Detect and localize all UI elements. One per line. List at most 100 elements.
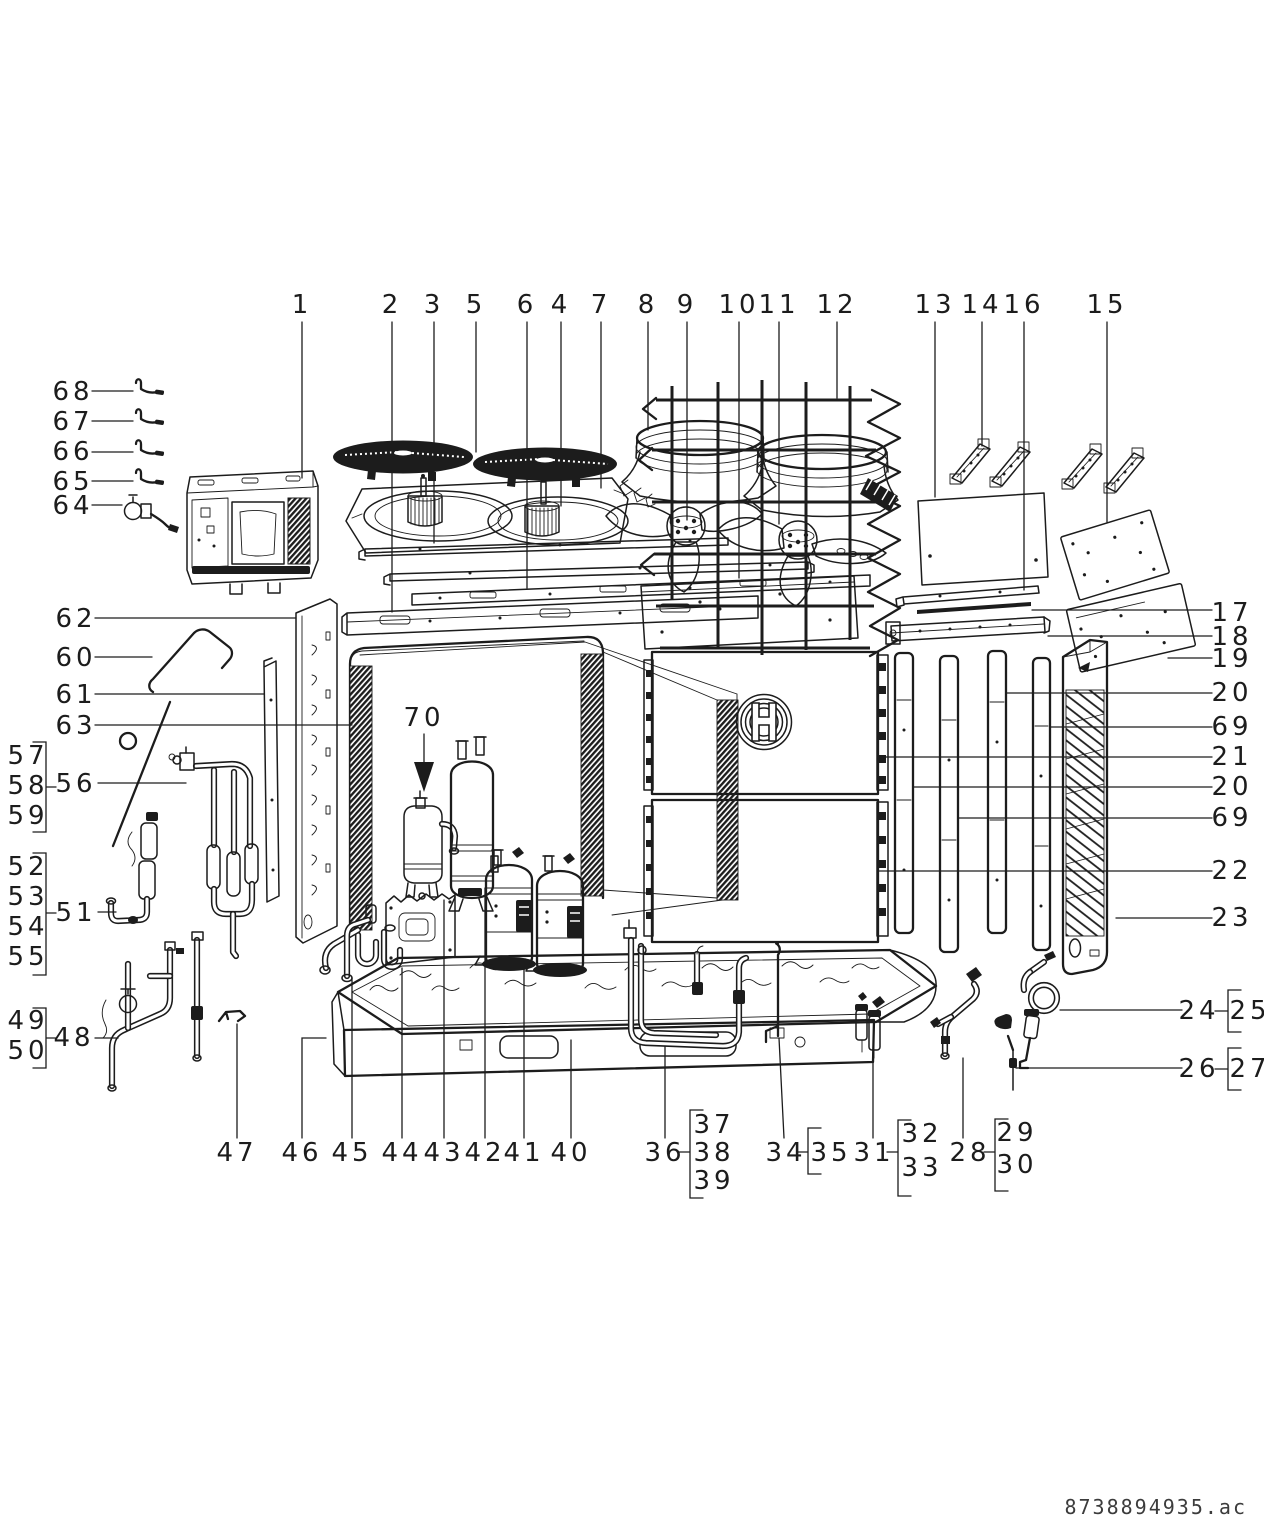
callout-26: 26: [1178, 1054, 1219, 1084]
part-fan-motor-1: [407, 474, 443, 527]
callout-37: 37: [693, 1110, 734, 1140]
callout-63: 63: [55, 711, 96, 741]
part-front-panel-bottom: [643, 798, 889, 944]
callout-labels: 1 2 3 5 6 4 7 8 9 10 11 12 13 14 16 15 6…: [7, 290, 1264, 1196]
callout-17: 17: [1211, 598, 1252, 628]
part-mounting-brackets-14: [949, 438, 1145, 494]
callout-28: 28: [949, 1138, 990, 1168]
part-compressor-1: [473, 845, 538, 973]
part-accumulator: [448, 736, 499, 912]
part-fan-shroud-2: [743, 433, 899, 518]
callout-45: 45: [331, 1138, 372, 1168]
callout-36: 36: [644, 1138, 685, 1168]
callout-69b: 69: [1211, 803, 1252, 833]
callout-58: 58: [7, 771, 48, 801]
part-fan-grilles: [333, 440, 617, 487]
callout-69a: 69: [1211, 712, 1252, 742]
callout-27: 27: [1229, 1054, 1264, 1084]
part-pipe-28: [930, 967, 982, 1060]
part-rail-16: [895, 585, 1040, 608]
part-strip-61: [263, 657, 280, 903]
callout-70: 70: [403, 703, 444, 733]
callout-61: 61: [55, 680, 96, 710]
part-compressor-2: [524, 851, 589, 979]
part-control-box: [186, 470, 319, 595]
callout-34: 34: [765, 1138, 806, 1168]
part-fan-blade-2: [717, 517, 887, 607]
leader-lines: [91, 321, 1213, 1139]
callout-41: 41: [503, 1138, 544, 1168]
callout-11: 11: [758, 290, 799, 320]
part-louver-side-panel: [1061, 638, 1109, 976]
callout-13: 13: [914, 290, 955, 320]
callout-43: 43: [423, 1138, 464, 1168]
callout-7: 7: [591, 290, 612, 320]
callout-22: 22: [1211, 856, 1252, 886]
callout-5: 5: [466, 290, 487, 320]
callout-6: 6: [517, 290, 538, 320]
callout-65: 65: [52, 467, 93, 497]
part-front-panel-top: [643, 650, 889, 796]
bosch-logo-icon: [735, 693, 793, 751]
callout-2: 2: [382, 290, 403, 320]
callout-38: 38: [693, 1138, 734, 1168]
document-number: 8738894935.ac: [1064, 1495, 1247, 1519]
part-corner-pillars: [893, 649, 1052, 954]
callout-20a: 20: [1211, 678, 1252, 708]
callout-62: 62: [55, 604, 96, 634]
part-panel-13: [917, 492, 1049, 586]
callout-18: 18: [1211, 622, 1252, 652]
callout-42: 42: [464, 1138, 505, 1168]
part-pipe-assembly-56: [168, 746, 259, 960]
callout-52: 52: [7, 852, 48, 882]
callout-53: 53: [7, 882, 48, 912]
callout-25: 25: [1229, 996, 1264, 1026]
callout-46: 46: [281, 1138, 322, 1168]
callout-67: 67: [52, 407, 93, 437]
callout-60: 60: [55, 643, 96, 673]
callout-55: 55: [7, 942, 48, 972]
callout-33: 33: [901, 1153, 942, 1183]
callout-21: 21: [1211, 742, 1252, 772]
callout-23: 23: [1211, 903, 1252, 933]
callout-56: 56: [55, 769, 96, 799]
callout-54: 54: [7, 912, 48, 942]
part-fan-shroud-1: [619, 419, 777, 508]
callout-47: 47: [216, 1138, 257, 1168]
callout-57: 57: [7, 741, 48, 771]
part-panel-15: [1060, 509, 1170, 601]
callout-51: 51: [55, 898, 96, 928]
callout-brackets: [32, 741, 1242, 1199]
part-pipe-assembly-51: [105, 812, 158, 925]
part-wire-60: [111, 628, 234, 848]
callout-49: 49: [7, 1006, 48, 1036]
callout-66: 66: [52, 437, 93, 467]
callout-44: 44: [381, 1138, 422, 1168]
callout-10: 10: [718, 290, 759, 320]
callout-29: 29: [996, 1118, 1037, 1148]
callout-1: 1: [292, 290, 313, 320]
callout-12: 12: [816, 290, 857, 320]
callout-16: 16: [1003, 290, 1044, 320]
part-panel-19: [1065, 582, 1197, 673]
part-temp-sensors: [134, 378, 166, 487]
part-fan-guard-grid: [637, 380, 902, 658]
callout-20b: 20: [1211, 772, 1252, 802]
callout-59: 59: [7, 801, 48, 831]
callout-50: 50: [7, 1036, 48, 1066]
part-clip-47: [217, 1009, 247, 1023]
callout-35: 35: [810, 1138, 851, 1168]
part-pressure-switch: [123, 494, 179, 533]
callout-31: 31: [853, 1138, 894, 1168]
part-partition-panel: [640, 575, 859, 650]
callout-15: 15: [1086, 290, 1127, 320]
part-valve-31: [855, 992, 885, 1059]
part-pipe-assembly-36: [623, 919, 750, 1050]
part-rod-34: [764, 941, 781, 1044]
callout-24: 24: [1178, 996, 1219, 1026]
callout-68: 68: [52, 377, 93, 407]
part-pipe-46: [319, 926, 362, 975]
part-fan-blade-1: [605, 501, 763, 593]
callout-64: 64: [52, 491, 93, 521]
